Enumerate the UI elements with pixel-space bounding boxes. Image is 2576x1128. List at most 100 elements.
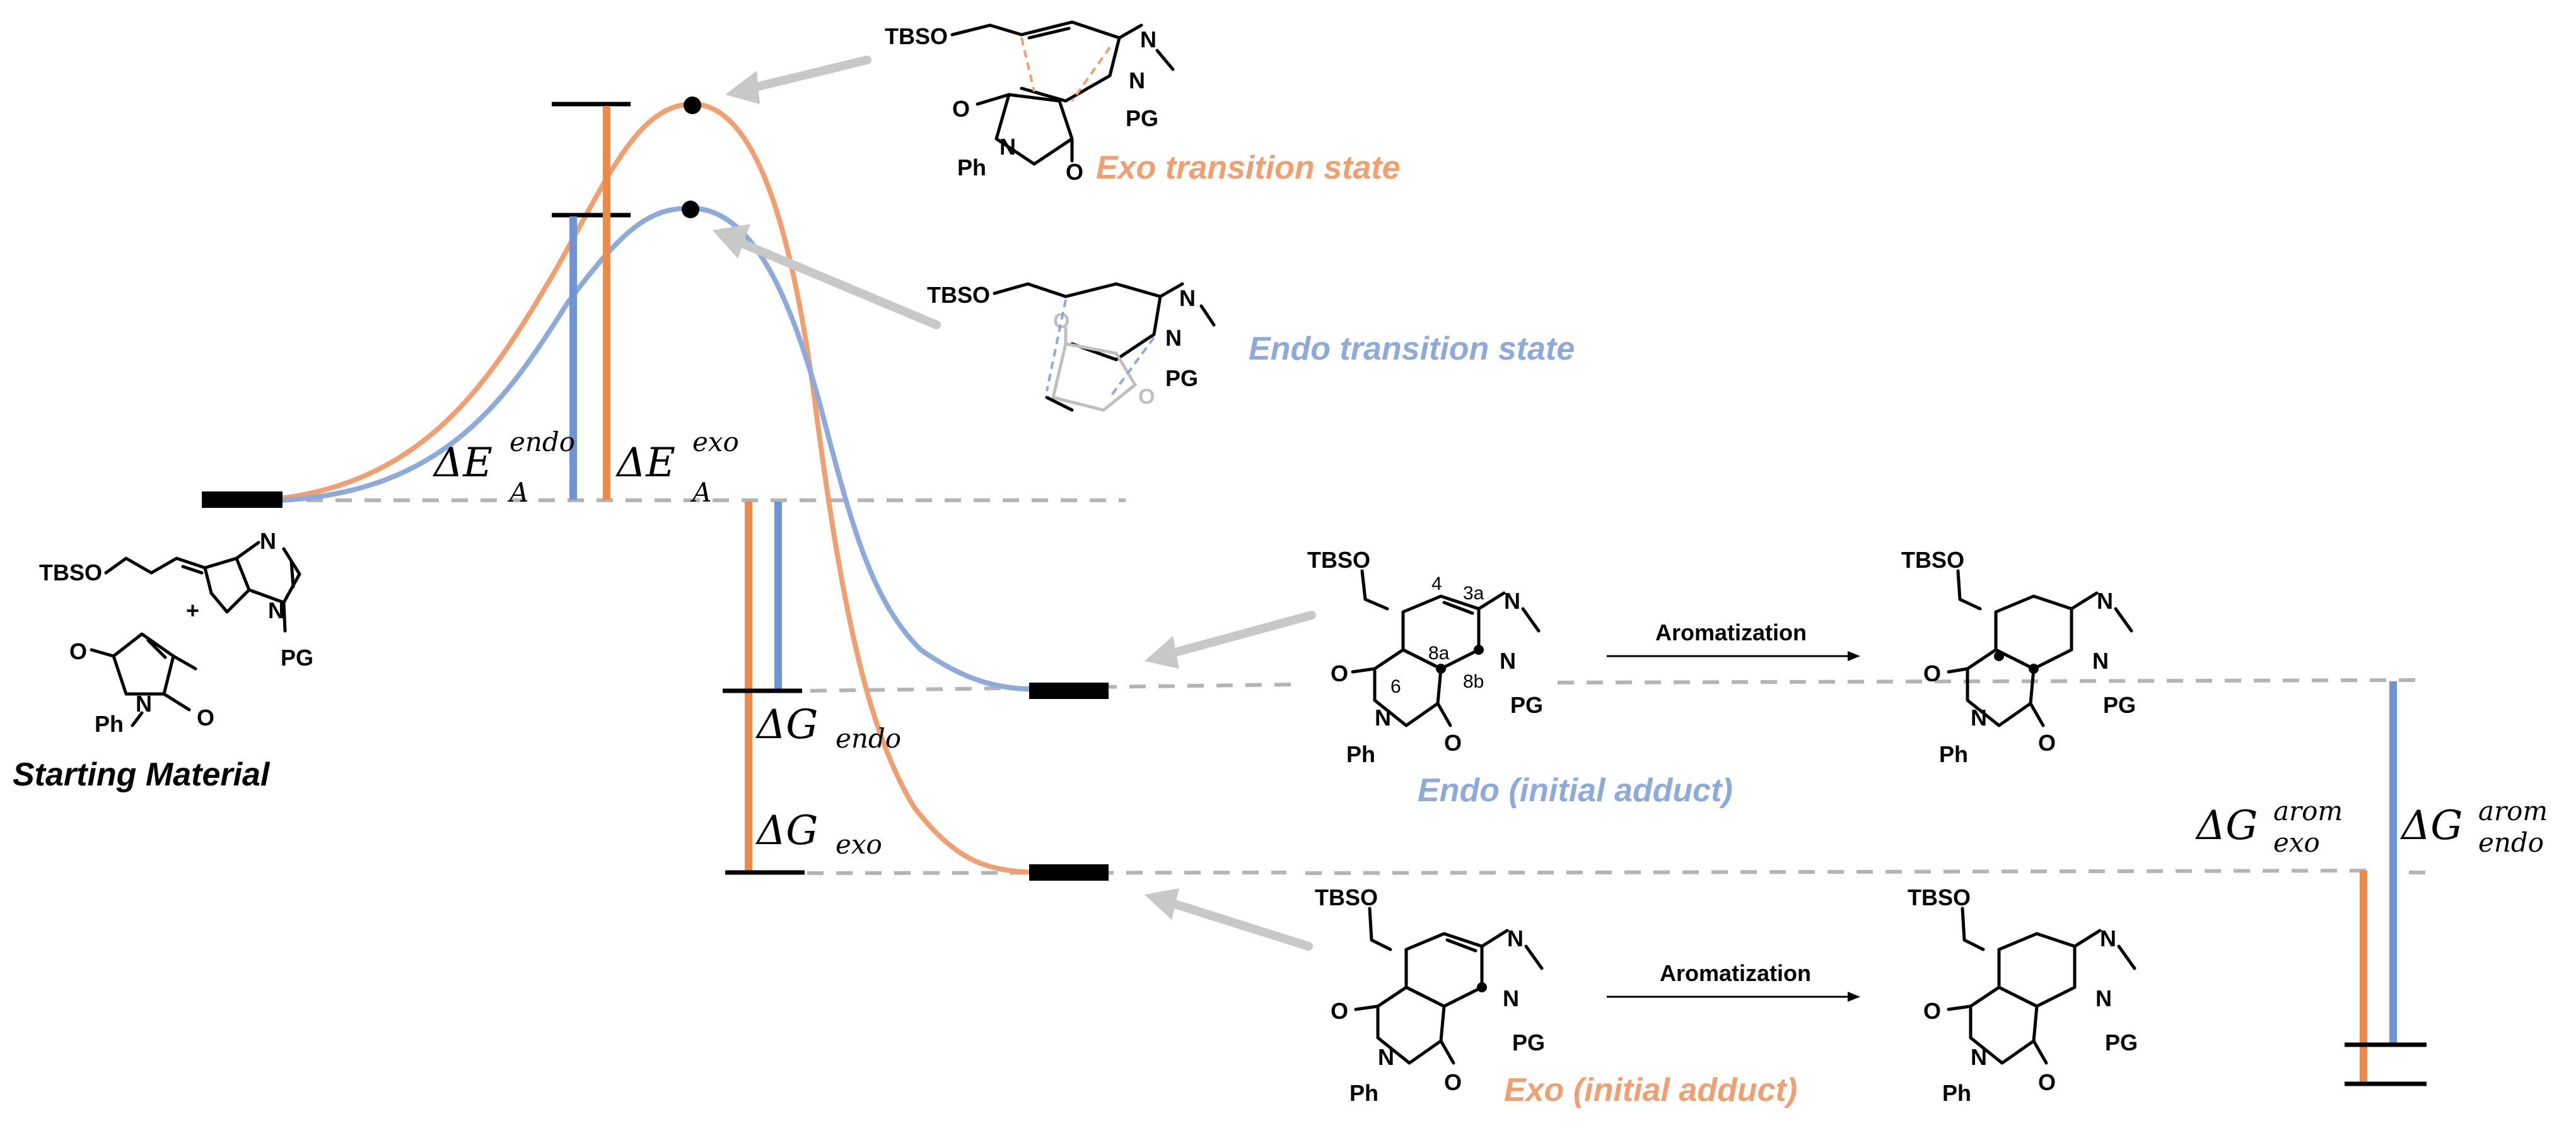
endo-adduct-structure: TBSO 4 3a N N PG 8a 8b 6 O O N Ph (1307, 547, 1543, 767)
svg-text:PG: PG (2103, 692, 2136, 718)
svg-text:A: A (690, 477, 711, 508)
endo-energy-curve (280, 205, 1047, 692)
svg-text:N: N (1504, 588, 1520, 614)
svg-text:PG: PG (2105, 1030, 2138, 1055)
exo-aromatized-guide-2 (1305, 869, 2372, 875)
svg-text:ΔG: ΔG (755, 808, 818, 854)
ring-number-3a: 3a (1463, 583, 1484, 604)
svg-text:Ph: Ph (1349, 1080, 1378, 1106)
svg-text:N: N (268, 597, 284, 623)
svg-text:Ph: Ph (1346, 741, 1375, 767)
svg-text:TBSO: TBSO (1901, 547, 1964, 573)
svg-text:TBSO: TBSO (885, 23, 948, 49)
g-exo-label: ΔG exo (755, 808, 882, 860)
svg-text:O: O (69, 638, 87, 664)
svg-text:O: O (952, 96, 970, 122)
svg-text:ΔG: ΔG (2399, 802, 2462, 849)
svg-text:N: N (2097, 588, 2113, 614)
ea-exo-label: ΔE A exo (615, 426, 739, 508)
exo-adduct-label: Exo (initial adduct) (1504, 1072, 1797, 1108)
endo-ts-point (682, 201, 699, 218)
ring-number-8b: 8b (1463, 671, 1484, 692)
svg-text:N: N (1179, 285, 1196, 311)
ea-endo-label: ΔE A endo (432, 426, 575, 508)
svg-text:N: N (1378, 1044, 1394, 1070)
starting-material-structure: TBSO N N PG + O O N Ph (39, 528, 313, 737)
svg-text:Ph: Ph (1939, 741, 1968, 767)
svg-text:N: N (1507, 925, 1524, 951)
ring-number-8a: 8a (1428, 643, 1450, 664)
svg-text:TBSO: TBSO (1908, 884, 1971, 910)
svg-text:A: A (507, 477, 528, 508)
svg-text:O: O (1138, 385, 1155, 409)
svg-text:N: N (1129, 68, 1145, 93)
exo-ts-pointer-arrow (725, 56, 871, 104)
svg-text:Ph: Ph (1942, 1080, 1971, 1106)
svg-text:N: N (1500, 648, 1516, 674)
svg-text:N: N (1140, 26, 1157, 52)
svg-text:O: O (1444, 730, 1462, 756)
svg-text:O: O (1444, 1069, 1462, 1095)
svg-text:O: O (2038, 1069, 2056, 1095)
svg-text:endo: endo (836, 723, 901, 754)
svg-text:Ph: Ph (957, 155, 986, 180)
svg-text:O: O (2038, 730, 2056, 756)
ring-number-4: 4 (1431, 573, 1442, 594)
svg-text:O: O (1331, 661, 1348, 686)
svg-text:O: O (1066, 159, 1083, 185)
svg-text:TBSO: TBSO (1307, 547, 1370, 573)
svg-text:N: N (1971, 705, 1987, 731)
exo-ts-label: Exo transition state (1096, 150, 1401, 186)
svg-text:arom: arom (2273, 796, 2343, 826)
svg-text:endo: endo (2478, 827, 2544, 858)
svg-text:N: N (136, 691, 152, 717)
svg-text:exo: exo (692, 426, 739, 457)
svg-text:N: N (1503, 985, 1519, 1011)
exo-energy-curve (280, 101, 1047, 875)
g-arom-endo-label: ΔG endo arom (2399, 796, 2548, 858)
exo-ts-point (684, 97, 701, 114)
svg-text:N: N (1375, 705, 1391, 731)
svg-text:exo: exo (836, 829, 882, 860)
svg-text:N: N (1165, 325, 1182, 351)
svg-text:N: N (2095, 985, 2112, 1011)
endo-aromatization-arrow: Aromatization (1607, 620, 1860, 661)
svg-text:PG: PG (1512, 1030, 1545, 1055)
exo-aromatization-arrow: Aromatization (1607, 960, 1860, 1002)
svg-text:TBSO: TBSO (39, 560, 102, 585)
svg-text:N: N (260, 528, 276, 554)
endo-ts-label: Endo transition state (1249, 331, 1575, 367)
svg-text:TBSO: TBSO (1315, 884, 1378, 910)
svg-text:Ph: Ph (95, 711, 124, 737)
svg-text:O: O (1331, 998, 1348, 1024)
svg-text:O: O (1053, 309, 1069, 333)
g-endo-label: ΔG endo (755, 702, 901, 754)
endo-adduct-label: Endo (initial adduct) (1418, 772, 1733, 809)
svg-text:arom: arom (2478, 796, 2548, 826)
svg-text:PG: PG (1126, 105, 1158, 131)
endo-ts-structure: TBSO N N PG O O (927, 282, 1216, 412)
svg-text:endo: endo (510, 426, 575, 457)
svg-text:O: O (197, 705, 214, 731)
svg-text:O: O (1923, 998, 1941, 1024)
svg-text:ΔG: ΔG (755, 702, 818, 748)
endo-ts-pointer-arrow (713, 224, 941, 329)
svg-text:Aromatization: Aromatization (1660, 960, 1811, 986)
endo-adduct-pointer-arrow (1145, 611, 1316, 669)
svg-text:ΔE: ΔE (615, 440, 675, 486)
svg-text:N: N (2092, 648, 2109, 674)
exo-ts-structure: TBSO N N PG O O N Ph (885, 20, 1175, 185)
g-arom-exo-label: ΔG exo arom (2194, 796, 2343, 858)
endo-aromatized-structure: TBSO N N PG O O N Ph (1901, 547, 2136, 767)
svg-text:Aromatization: Aromatization (1655, 620, 1807, 645)
svg-text:N: N (1971, 1044, 1987, 1070)
svg-text:TBSO: TBSO (927, 282, 990, 308)
svg-text:ΔG: ΔG (2194, 802, 2258, 849)
endo-aromatized-guide (1557, 678, 2416, 684)
starting-material-label: Starting Material (13, 756, 271, 793)
svg-text:O: O (1923, 661, 1941, 686)
svg-text:PG: PG (1165, 365, 1198, 391)
svg-text:N: N (2100, 925, 2116, 951)
svg-text:PG: PG (1510, 692, 1543, 718)
